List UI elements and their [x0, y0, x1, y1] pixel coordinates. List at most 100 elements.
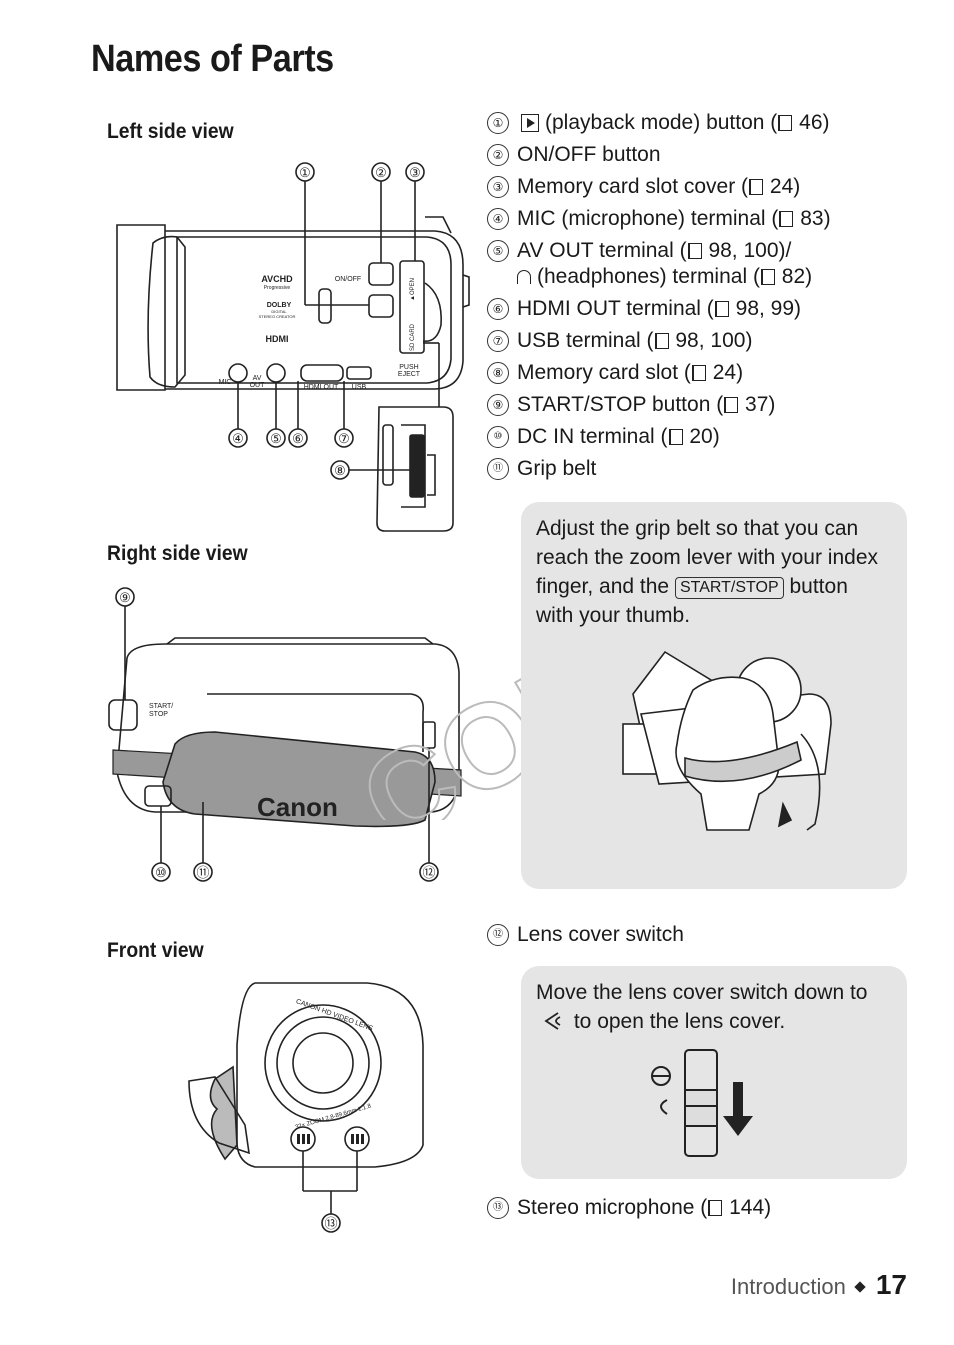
hand-holding-camera-illustration [622, 650, 832, 831]
start-stop-key: START/STOP [674, 577, 784, 599]
usb-label: USB [352, 384, 367, 391]
item-number: ③ [487, 176, 509, 198]
lens-ring-top-text: CANON HD VIDEO LENS [295, 998, 374, 1032]
page-ref-icon [668, 429, 683, 445]
item-ref: 20) [689, 425, 720, 448]
callout-5: ⑤ [270, 431, 282, 446]
list-item: ⑦ USB terminal ( 98, 100) [487, 325, 831, 357]
list-item: ⑤ AV OUT terminal ( 98, 100)/ (headphones… [487, 235, 831, 293]
item-ref: 144) [729, 1196, 772, 1219]
sd-card-label: SD CARD [410, 323, 416, 351]
item-number: ⑪ [487, 458, 509, 480]
callout-2: ② [375, 165, 387, 180]
item-text: HDMI OUT terminal ( [517, 297, 714, 320]
list-item: ⑨ START/STOP button ( 37) [487, 389, 831, 421]
page-number: 17 [875, 1269, 907, 1300]
lens-cover-switch-illustration [651, 1049, 753, 1157]
lens-cover-note: Move the lens cover switch down to to op… [521, 966, 907, 1179]
page-ref-icon [708, 1200, 723, 1216]
list-item: ⑧ Memory card slot ( 24) [487, 357, 831, 389]
page-ref-icon [687, 243, 702, 259]
item-number: ① [487, 112, 509, 134]
item-text: START/STOP button ( [517, 393, 724, 416]
headphones-icon [517, 270, 531, 284]
list-item: ① (playback mode) button ( 46) [487, 107, 831, 139]
left-side-view-diagram: ① ② ③ ④ ⑤ ⑥ ⑦ ⑧ AVCHD Progressive DOLBY … [116, 162, 470, 532]
page-ref-icon [654, 333, 669, 349]
stereo-creator-label: STEREO CREATOR [259, 314, 296, 319]
grip-belt-note-text: Adjust the grip belt so that you can rea… [536, 514, 889, 630]
note-text-part1: Adjust the grip belt so that you can rea… [536, 517, 878, 598]
item-text: DC IN terminal ( [517, 425, 668, 448]
grip-belt-note: Adjust the grip belt so that you can rea… [521, 502, 907, 889]
item-ref: 37) [745, 393, 776, 416]
item-text: ON/OFF button [517, 143, 661, 166]
item-number: ⑥ [487, 298, 509, 320]
list-item-continuation: (headphones) terminal ( 82) [517, 261, 831, 293]
item-ref: 83) [800, 207, 831, 230]
item-number: ⑫ [487, 924, 509, 946]
digital-label: DIGITAL [271, 309, 287, 314]
page-ref-icon [724, 397, 739, 413]
av-label: AV [253, 375, 262, 382]
callout-11: ⑪ [196, 865, 209, 880]
item-ref: 24) [712, 361, 744, 384]
canon-logo: Canon [257, 792, 338, 822]
page-ref-icon [778, 115, 793, 131]
push-label: PUSH [399, 364, 418, 371]
hdmi-logo: HDMI [266, 334, 289, 344]
mic-label: MIC [219, 379, 232, 386]
page-ref-icon [749, 179, 764, 195]
item-text: MIC (microphone) terminal ( [517, 207, 779, 230]
callout-8: ⑧ [334, 463, 346, 478]
lens-cover-note-text: Move the lens cover switch down to to op… [536, 978, 889, 1036]
item-number: ⑤ [487, 240, 509, 262]
stop-label: STOP [149, 711, 168, 718]
item-text: Lens cover switch [517, 923, 684, 946]
item-text: Stereo microphone ( [517, 1196, 708, 1219]
avchd-logo: AVCHD [261, 274, 293, 284]
item-ref: 46) [799, 111, 830, 134]
callout-4: ④ [232, 431, 244, 446]
item-text: (playback mode) button ( [545, 111, 778, 134]
list-item: ④ MIC (microphone) terminal ( 83) [487, 203, 831, 235]
front-view-diagram: ⑬ CANON HD VIDEO LENS 32× ZOOM 2.8-89.6m… [188, 982, 424, 1233]
callout-6: ⑥ [292, 431, 304, 446]
item-ref: 82) [781, 265, 813, 288]
item-number: ⑬ [487, 1197, 509, 1219]
page-title: Names of Parts [91, 38, 334, 80]
callout-7: ⑦ [338, 431, 350, 446]
on-off-label: ON/OFF [335, 276, 361, 283]
page-ref-icon [760, 269, 775, 285]
item-ref: 98, 100)/ [708, 239, 792, 262]
hdmi-out-label: HDMI OUT [304, 384, 339, 391]
callout-13: ⑬ [324, 1216, 337, 1231]
open-label: ▲OPEN [410, 278, 416, 301]
progressive-label: Progressive [264, 285, 291, 291]
callout-3: ③ [409, 165, 421, 180]
item-number: ④ [487, 208, 509, 230]
item-text: Memory card slot ( [517, 361, 691, 384]
callout-10: ⑩ [155, 865, 167, 880]
callout-1: ① [299, 165, 311, 180]
playback-icon [521, 114, 539, 132]
page-ref-icon [691, 365, 706, 381]
item-ref: 98, 100) [675, 329, 753, 352]
out-label: OUT [250, 382, 266, 389]
heading-right-side-view: Right side view [107, 542, 248, 565]
item-number: ⑧ [487, 362, 509, 384]
note-text-part1: Move the lens cover switch down to [536, 981, 868, 1004]
item-text: USB terminal ( [517, 329, 654, 352]
part-12: ⑫ Lens cover switch [487, 919, 684, 951]
item-number: ⑨ [487, 394, 509, 416]
note-text-part2: button with your thumb. [536, 575, 848, 627]
item-number: ⑦ [487, 330, 509, 352]
item-text: AV OUT terminal ( [517, 239, 687, 262]
note-text-part2: to open the lens cover. [573, 1010, 786, 1033]
